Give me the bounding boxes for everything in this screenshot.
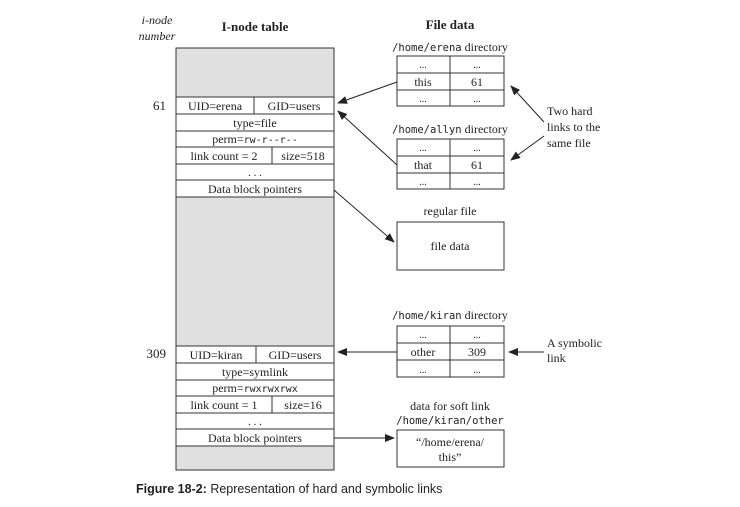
inode-309-gid: GID=users [269, 348, 322, 362]
allyn-directory: /home/allyn directory ... ... that 61 ..… [392, 122, 508, 190]
kiran-row-1-inode: 309 [468, 345, 486, 359]
arrows [333, 81, 545, 442]
erena-row-2-inode: ... [473, 94, 481, 105]
erena-row-1-name: this [414, 75, 432, 89]
inode-309-size: size=16 [284, 398, 321, 412]
soft-link-path: /home/kiran/other [396, 415, 503, 427]
regular-file-label: regular file [424, 204, 477, 218]
inode-61-ellipsis: . . . [248, 167, 262, 179]
arrow-allyn-to-inode61 [337, 110, 398, 166]
allyn-directory-title: /home/allyn directory [392, 122, 508, 136]
kiran-directory: /home/kiran directory ... ... other 309 … [392, 308, 508, 378]
inode-table-title: I-node table [222, 19, 289, 34]
inode-309-ellipsis: . . . [248, 416, 262, 428]
file-data-title: File data [426, 17, 475, 32]
inode-309-data-block-pointers: Data block pointers [208, 431, 302, 445]
regular-file-box [396, 221, 505, 271]
erena-row-2-name: ... [419, 94, 427, 105]
inode-309: 309 UID=kiran GID=users type=symlink per… [147, 345, 335, 447]
kiran-row-1-name: other [411, 345, 436, 359]
kiran-row-2-inode: ... [473, 365, 481, 376]
allyn-row-0-name: ... [419, 143, 427, 154]
regular-file: regular file file data [396, 204, 505, 271]
allyn-row-0-inode: ... [473, 143, 481, 154]
allyn-row-1-name: that [414, 158, 433, 172]
allyn-row-2-name: ... [419, 177, 427, 188]
allyn-row-1-inode: 61 [471, 158, 483, 172]
inode-309-perm: perm=rwxrwxrwx [212, 381, 298, 395]
inode-61-size: size=518 [281, 149, 324, 163]
arrow-inode61-to-file-data [333, 189, 395, 243]
arrow-note-to-erena-entry [510, 85, 545, 123]
arrow-erena-to-inode61 [337, 81, 398, 104]
regular-file-content: file data [431, 239, 471, 253]
soft-link-content-line1: “/home/erena/ [416, 435, 485, 449]
inode-61-data-block-pointers: Data block pointers [208, 182, 302, 196]
kiran-row-2-name: ... [419, 365, 427, 376]
soft-link-label: data for soft link [410, 399, 490, 413]
inode-61-perm: perm=rw-r--r-- [212, 132, 298, 146]
inode-61-link-count: link count = 2 [190, 149, 257, 163]
erena-directory-title: /home/erena directory [392, 40, 508, 54]
soft-link-data: data for soft link /home/kiran/other “/h… [396, 399, 505, 468]
symlink-note-line1: A symbolic [547, 336, 602, 350]
kiran-row-0-name: ... [419, 330, 427, 341]
kiran-directory-title: /home/kiran directory [392, 308, 508, 322]
inode-309-link-count: link count = 1 [190, 398, 257, 412]
inode-number-header-line2: number [139, 29, 176, 43]
kiran-row-0-inode: ... [473, 330, 481, 341]
erena-directory: /home/erena directory ... ... this 61 ..… [392, 40, 508, 107]
inode-number-header-line1: i-node [142, 13, 173, 27]
inode-61-type: type=file [233, 116, 276, 130]
erena-row-0-inode: ... [473, 60, 481, 71]
inode-309-uid: UID=kiran [190, 348, 243, 362]
soft-link-content-line2: this” [439, 450, 462, 464]
arrow-note-to-allyn-entry [510, 135, 545, 161]
inode-number-61: 61 [153, 98, 166, 113]
allyn-row-2-inode: ... [473, 177, 481, 188]
soft-link-box [396, 429, 505, 468]
inode-number-309: 309 [147, 346, 167, 361]
inode-61-uid: UID=erena [188, 99, 243, 113]
inode-61: 61 UID=erena GID=users type=file perm=rw… [153, 96, 335, 198]
erena-row-1-inode: 61 [471, 75, 483, 89]
hard-links-note-line1: Two hard [547, 104, 592, 118]
hard-links-note-line2: links to the [547, 120, 600, 134]
symlink-note-line2: link [547, 351, 566, 365]
inode-61-gid: GID=users [268, 99, 321, 113]
hard-links-note-line3: same file [547, 136, 591, 150]
inode-309-type: type=symlink [222, 365, 288, 379]
figure-caption: Figure 18-2: Representation of hard and … [136, 482, 442, 496]
erena-row-0-name: ... [419, 60, 427, 71]
